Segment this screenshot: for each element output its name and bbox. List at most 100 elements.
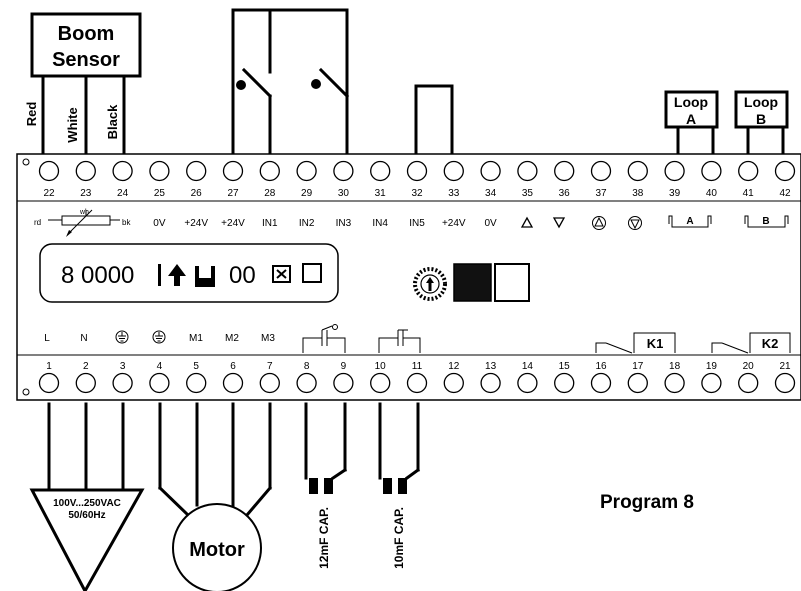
motor: Motor — [157, 402, 273, 591]
loop-b-letter: B — [756, 111, 766, 127]
in5-jumper — [414, 84, 454, 157]
terminal-number: 4 — [157, 361, 163, 372]
relay-k1: K1 — [595, 332, 676, 354]
terminal-21[interactable]: 21 — [774, 361, 796, 394]
terminal-number: 31 — [375, 188, 387, 199]
terminal-30[interactable]: 30 — [333, 160, 354, 200]
terminal-number: 34 — [485, 188, 497, 199]
terminal-14[interactable]: 14 — [517, 361, 538, 394]
terminal-number: 33 — [448, 188, 460, 199]
terminal-1[interactable]: 1 — [38, 361, 60, 394]
terminal-5[interactable]: 5 — [186, 361, 207, 394]
display-digits: 8 0000 — [61, 262, 134, 289]
terminal-number: 30 — [338, 188, 350, 199]
terminal-number: 6 — [230, 361, 236, 372]
label-bk: bk — [122, 218, 131, 227]
terminal-4[interactable]: 4 — [149, 361, 170, 394]
terminal-number: 1 — [46, 361, 52, 372]
terminal-34[interactable]: 34 — [480, 160, 501, 200]
terminal-number: 23 — [80, 188, 92, 199]
terminal-number: 36 — [559, 188, 571, 199]
arrow-up-icon — [168, 264, 186, 286]
terminal-26[interactable]: 26 — [186, 160, 207, 200]
terminal-28[interactable]: 28 — [259, 160, 280, 200]
terminal-16[interactable]: 16 — [590, 361, 612, 394]
terminal-number: 38 — [632, 188, 644, 199]
terminal-number: 22 — [43, 188, 55, 199]
terminal-15[interactable]: 15 — [554, 361, 575, 394]
power-voltage: 100V...250VAC — [53, 498, 121, 509]
terminal-number: 24 — [117, 188, 129, 199]
terminal-31[interactable]: 31 — [370, 160, 391, 200]
terminal-27[interactable]: 27 — [222, 160, 244, 200]
terminal-number: 28 — [264, 188, 276, 199]
terminal-38[interactable]: 38 — [627, 160, 648, 200]
terminal-32[interactable]: 32 — [406, 160, 428, 200]
terminal-number: 12 — [448, 361, 460, 372]
label-wh: wh — [79, 209, 89, 216]
terminal-35[interactable]: 35 — [517, 160, 538, 200]
label-l: L — [44, 333, 50, 344]
button-dark[interactable] — [453, 263, 492, 302]
terminal-23[interactable]: 23 — [75, 160, 96, 200]
terminal-36[interactable]: 36 — [554, 160, 575, 200]
terminal-number: 26 — [191, 188, 203, 199]
terminal-19[interactable]: 19 — [701, 361, 722, 394]
terminal-22[interactable]: 22 — [38, 160, 60, 200]
terminal-number: 7 — [267, 361, 273, 372]
terminal-label: IN4 — [372, 218, 388, 229]
terminal-33[interactable]: 33 — [443, 160, 464, 200]
top-terminal-row: 22 23 24 25 26 27 28 29 30 31 32 33 34 35 36 37 38 39 40 41… — [38, 160, 796, 200]
terminal-13[interactable]: 13 — [480, 361, 501, 394]
terminal-number: 18 — [669, 361, 681, 372]
terminal-label: +24V — [442, 218, 466, 229]
terminal-18[interactable]: 18 — [664, 361, 685, 394]
terminal-number: 9 — [341, 361, 347, 372]
loop-a-title: Loop — [674, 94, 708, 110]
terminal-24[interactable]: 24 — [112, 160, 133, 200]
square-icon — [302, 263, 322, 283]
terminal-11[interactable]: 11 — [406, 361, 428, 394]
terminal-label: IN2 — [299, 218, 315, 229]
loop-a-letter: A — [686, 111, 696, 127]
terminal-10[interactable]: 10 — [370, 361, 391, 394]
terminal-6[interactable]: 6 — [222, 361, 244, 394]
terminal-41[interactable]: 41 — [738, 160, 759, 200]
capacitor-12mf: 12mF CAP. — [304, 402, 348, 569]
terminal-20[interactable]: 20 — [738, 361, 759, 394]
power-supply: 100V...250VAC 50/60Hz — [29, 402, 145, 591]
terminal-9[interactable]: 9 — [333, 361, 354, 394]
loop-b: Loop B — [734, 90, 789, 157]
terminal-number: 37 — [595, 188, 607, 199]
terminal-number: 15 — [559, 361, 571, 372]
boom-sensor-title: Boom — [58, 23, 115, 45]
label-m1: M1 — [189, 333, 203, 344]
terminal-3[interactable]: 3 — [112, 361, 133, 394]
terminal-29[interactable]: 29 — [296, 160, 317, 200]
terminal-42[interactable]: 42 — [774, 160, 796, 200]
terminal-7[interactable]: 7 — [259, 361, 280, 394]
button-light[interactable] — [494, 263, 530, 302]
terminal-number: 11 — [412, 361, 423, 372]
terminal-number: 20 — [743, 361, 755, 372]
terminal-12[interactable]: 12 — [443, 361, 464, 394]
bottom-label-strip: L N M1 M2 M3 — [44, 324, 791, 354]
terminal-8[interactable]: 8 — [296, 361, 317, 394]
terminal-label: +24V — [184, 218, 208, 229]
terminal-number: 35 — [522, 188, 534, 199]
terminal-number: 29 — [301, 188, 313, 199]
terminal-2[interactable]: 2 — [75, 361, 96, 394]
terminal-40[interactable]: 40 — [701, 160, 722, 200]
potentiometer-icon — [48, 209, 120, 237]
terminal-25[interactable]: 25 — [149, 160, 170, 200]
terminal-37[interactable]: 37 — [590, 160, 612, 200]
terminal-label: 0V — [484, 218, 497, 229]
cross-box-icon — [272, 265, 291, 283]
terminal-17[interactable]: 17 — [627, 361, 648, 394]
terminal-label: IN3 — [336, 218, 352, 229]
label-rd: rd — [34, 218, 41, 227]
terminal-39[interactable]: 39 — [664, 160, 685, 200]
motor-label: Motor — [189, 539, 245, 561]
terminal-number: 19 — [706, 361, 718, 372]
